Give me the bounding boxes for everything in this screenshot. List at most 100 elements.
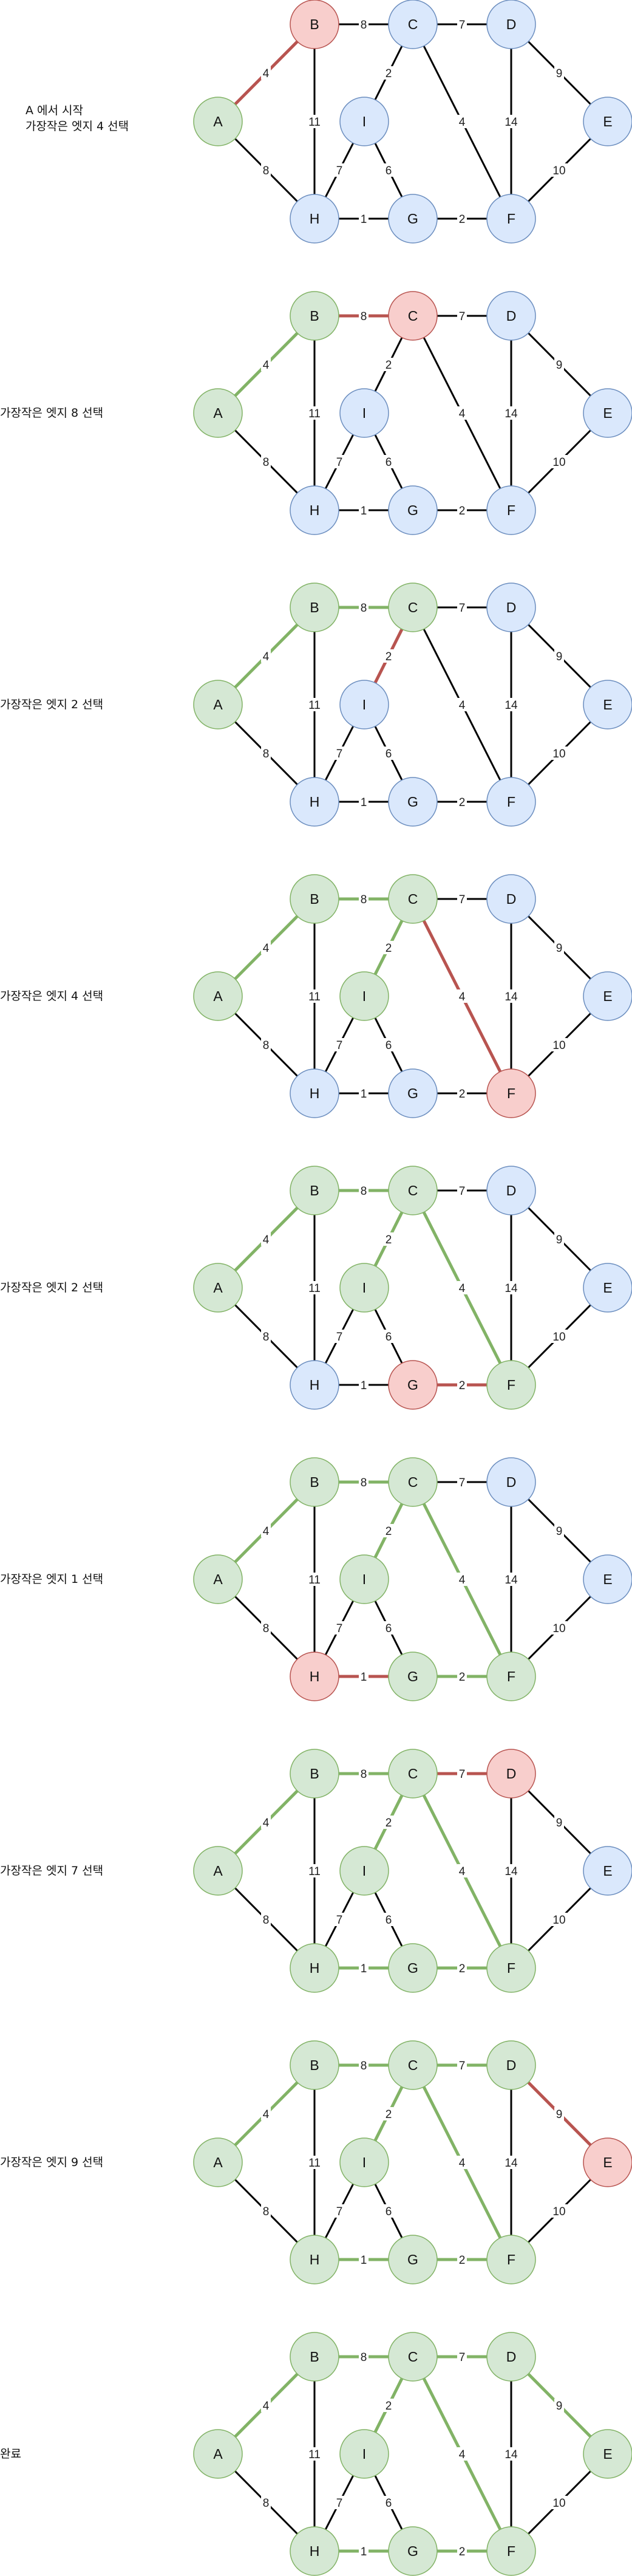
edge-label-bg	[457, 2156, 467, 2169]
edge-label-bg	[359, 2544, 369, 2558]
step-caption: 가장작은 엣지 2 선택	[0, 698, 104, 711]
edge-label-bg	[335, 455, 344, 468]
edge-weight-ig: 6	[386, 456, 392, 469]
node-i	[339, 1554, 389, 1604]
edge-label-bg	[384, 1232, 393, 1246]
edge-label-bg	[359, 1961, 369, 1975]
edge-weight-ah: 8	[263, 2205, 270, 2218]
node-label-h: H	[310, 794, 320, 810]
node-label-c: C	[408, 1183, 418, 1198]
edge-label-bg	[457, 698, 467, 711]
edge-weight-gf: 2	[459, 213, 466, 226]
edge-label-bg	[261, 1816, 271, 1829]
node-label-f: F	[507, 1085, 515, 1101]
node-label-c: C	[408, 2349, 418, 2365]
edge-weight-df: 14	[505, 116, 518, 129]
edge-label-bg	[457, 1573, 467, 1586]
node-label-a: A	[213, 1571, 223, 1587]
edge-label-bg	[384, 649, 393, 663]
node-d	[486, 1457, 536, 1507]
edge-label-bg	[261, 1524, 271, 1537]
node-label-h: H	[310, 2543, 320, 2559]
edge-weight-gf: 2	[459, 1379, 466, 1392]
edge-weight-ah: 8	[263, 1622, 270, 1635]
node-i	[339, 680, 389, 729]
node-e	[583, 97, 632, 146]
node-label-h: H	[310, 1377, 320, 1393]
edge-weight-ci: 2	[386, 2108, 392, 2121]
step-caption: 가장작은 엣지 4 선택	[0, 989, 104, 1003]
edge-label-bg	[503, 406, 519, 420]
edge-label-bg	[457, 1475, 467, 1489]
node-i	[339, 388, 389, 438]
node-d	[486, 1166, 536, 1215]
edge-weight-ig: 6	[386, 1914, 392, 1927]
node-b	[290, 0, 339, 49]
edge-label-bg	[457, 2447, 467, 2461]
node-label-e: E	[603, 1863, 612, 1879]
node-a	[193, 1263, 243, 1313]
edge-weight-bh: 11	[308, 1574, 321, 1587]
node-d	[486, 583, 536, 632]
edge-label-bg	[554, 1232, 564, 1246]
edge-weight-cd: 7	[459, 2060, 466, 2072]
node-label-i: I	[362, 697, 366, 712]
edge-weight-ab: 4	[263, 2400, 270, 2413]
edge-weight-cf: 4	[459, 991, 466, 1003]
node-label-d: D	[506, 2349, 517, 2365]
edge-label-bg	[503, 989, 519, 1003]
edge-weight-de: 9	[556, 67, 563, 80]
node-b	[290, 291, 339, 341]
edge-label-bg	[261, 746, 271, 760]
edge-label-bg	[359, 504, 369, 517]
edge-label-bg	[384, 2204, 393, 2218]
edge-weight-hg: 1	[361, 2546, 367, 2558]
node-d	[486, 2332, 536, 2382]
node-label-i: I	[362, 1863, 366, 1879]
edge-label-bg	[359, 601, 369, 614]
edge-weight-bc: 8	[361, 1477, 367, 1489]
edge-weight-bc: 8	[361, 19, 367, 32]
edge-weight-hi: 7	[336, 748, 343, 760]
edge-weight-hi: 7	[336, 1622, 343, 1635]
edge-label-bg	[554, 358, 564, 371]
edge-weight-cd: 7	[459, 1185, 466, 1198]
node-h	[290, 1360, 339, 1410]
node-e	[583, 1263, 632, 1313]
node-label-a: A	[213, 988, 223, 1004]
edge-weight-ef: 10	[552, 1331, 565, 1344]
node-c	[388, 0, 438, 49]
node-label-a: A	[213, 1863, 223, 1879]
node-label-h: H	[310, 1085, 320, 1101]
edge-label-bg	[384, 1913, 393, 1926]
edge-weight-de: 9	[556, 1525, 563, 1538]
edge-weight-hg: 1	[361, 1671, 367, 1684]
node-label-i: I	[362, 2154, 366, 2170]
edge-weight-bh: 11	[308, 2157, 321, 2170]
node-label-i: I	[362, 988, 366, 1004]
edge-label-bg	[384, 941, 393, 954]
edge-label-bg	[551, 1330, 567, 1343]
edge-label-bg	[503, 1281, 519, 1294]
edge-weight-cf: 4	[459, 116, 466, 129]
edge-weight-ci: 2	[386, 1817, 392, 1830]
node-label-a: A	[213, 1280, 223, 1296]
node-g	[388, 485, 438, 535]
edge-weight-hi: 7	[336, 1331, 343, 1344]
node-label-d: D	[506, 891, 517, 907]
node-e	[583, 1846, 632, 1896]
node-i	[339, 1263, 389, 1313]
node-label-a: A	[213, 114, 223, 129]
edge-weight-ig: 6	[386, 748, 392, 760]
edge-weight-bc: 8	[361, 1768, 367, 1781]
step-caption: 가장작은 엣지 1 선택	[0, 1573, 104, 1586]
edge-weight-ig: 6	[386, 2205, 392, 2218]
node-label-i: I	[362, 2446, 366, 2462]
edge-weight-de: 9	[556, 1817, 563, 1830]
node-h	[290, 1943, 339, 1993]
edge-label-bg	[503, 1864, 519, 1877]
edge-weight-hi: 7	[336, 1914, 343, 1927]
node-label-c: C	[408, 891, 418, 907]
node-c	[388, 1166, 438, 1215]
edge-weight-cf: 4	[459, 1574, 466, 1587]
